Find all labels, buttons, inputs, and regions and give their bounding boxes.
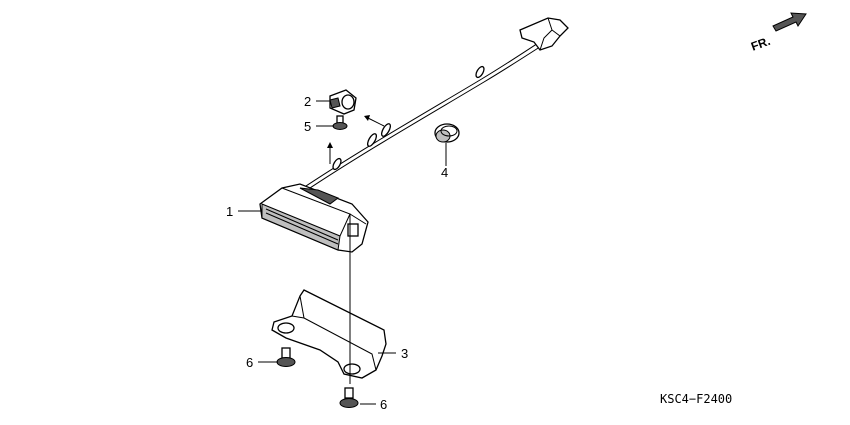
front-direction-indicator: FR. — [749, 12, 807, 54]
bracket-bolt-left — [276, 347, 296, 367]
wire-connector — [519, 17, 569, 51]
lamp-bracket — [271, 289, 387, 379]
grommet — [434, 123, 460, 143]
front-arrow-icon — [772, 12, 807, 32]
assembly-guides — [327, 115, 385, 384]
callout-part-6b: 6 — [380, 397, 387, 412]
diagram-code: KSC4−F2400 — [660, 392, 732, 406]
callout-part-3: 3 — [401, 346, 408, 361]
callout-part-4: 4 — [441, 165, 448, 180]
wire-harness — [299, 31, 558, 193]
lamp-assembly — [259, 183, 369, 253]
callout-part-5: 5 — [304, 119, 311, 134]
callout-leaders — [238, 100, 447, 405]
clamp-screw — [332, 115, 348, 130]
callout-part-2: 2 — [304, 94, 311, 109]
callout-part-1: 1 — [226, 204, 233, 219]
callout-part-6a: 6 — [246, 355, 253, 370]
bracket-bolt-bottom — [339, 387, 359, 408]
front-direction-label: FR. — [749, 34, 772, 54]
wire-clamp — [329, 89, 357, 115]
